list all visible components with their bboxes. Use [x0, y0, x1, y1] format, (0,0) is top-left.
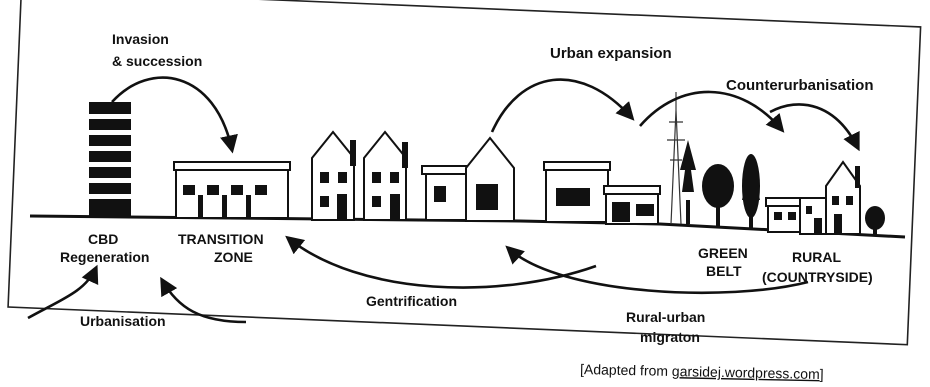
- invasion-label-line1: Invasion: [112, 31, 169, 47]
- source-caption: [Adapted from garsidej.wordpress.com]: [580, 361, 824, 382]
- urban-expansion-label: Urban expansion: [550, 45, 672, 62]
- invasion-succession-arrow: [111, 76, 238, 154]
- source-link[interactable]: garsidej.wordpress.com: [672, 363, 820, 382]
- source-prefix: [Adapted from: [580, 361, 672, 379]
- counterurbanisation-label: Counterurbanisation: [726, 77, 874, 94]
- cbd-label-line2: Regeneration: [60, 249, 149, 265]
- counterurbanisation-arrow: [769, 103, 860, 152]
- invasion-label-line2: & succession: [112, 53, 202, 69]
- gabled-houses-icon: [311, 130, 408, 221]
- transition-zone-label-line1: TRANSITION: [178, 231, 264, 247]
- terrace-house-icon: [173, 161, 291, 219]
- green-belt-label-line1: GREEN: [698, 245, 748, 261]
- urban-expansion-arrow-2: [639, 90, 785, 133]
- rural-cottages-icon: [765, 160, 861, 235]
- green-belt-trees-icon: [680, 140, 885, 236]
- urban-expansion-arrow-1: [490, 78, 635, 133]
- source-suffix: ]: [820, 366, 824, 382]
- rural-label-line1: RURAL: [792, 249, 841, 265]
- urbanisation-label: Urbanisation: [80, 313, 166, 329]
- gentrification-label: Gentrification: [366, 293, 457, 309]
- rural-urban-label-line2: migraton: [640, 329, 700, 345]
- bungalow-icon: [543, 161, 661, 225]
- rural-label-line2: (COUNTRYSIDE): [762, 269, 873, 285]
- pylon-icon: [667, 92, 685, 225]
- green-belt-label-line2: BELT: [706, 263, 742, 279]
- gentrification-arrow: [285, 235, 597, 289]
- suburban-house-icon: [421, 136, 515, 222]
- cbd-tower-icon: [89, 102, 131, 218]
- urbanisation-arrow-left: [27, 264, 99, 320]
- rural-urban-label-line1: Rural-urban: [626, 309, 705, 325]
- rural-urban-migration-arrow: [505, 245, 809, 295]
- transition-zone-label-line2: ZONE: [214, 249, 253, 265]
- cbd-label-line1: CBD: [88, 231, 118, 247]
- urbanisation-arrow-right: [160, 276, 247, 324]
